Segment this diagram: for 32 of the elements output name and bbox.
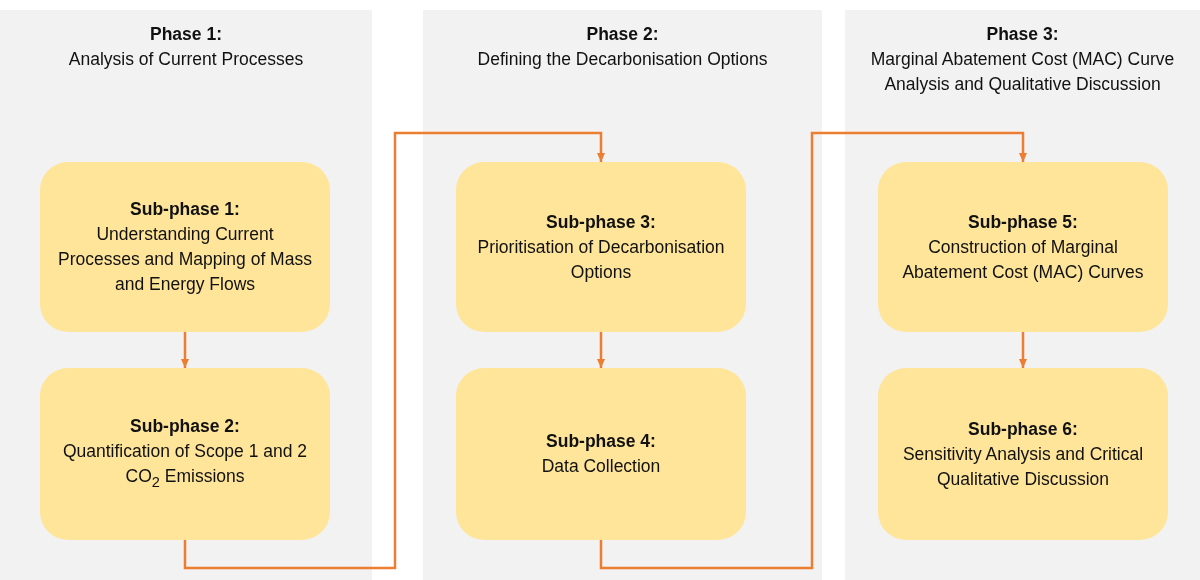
subphase-description: Sensitivity Analysis and Critical Qualitative Discussion — [901, 442, 1145, 491]
phase-panel — [423, 10, 822, 580]
arrow — [597, 332, 605, 368]
subphase-box — [456, 368, 746, 540]
arrow — [599, 131, 1027, 570]
phase-title: Phase 3: — [985, 23, 1060, 46]
subphase-box — [878, 162, 1168, 332]
subphase-title: Sub-phase 2: — [129, 414, 241, 438]
phase-panel — [845, 10, 1200, 580]
subphase-title: Sub-phase 5: — [967, 210, 1079, 234]
subphase-description: Understanding Current Processes and Mapping of Mass and Energy Flows — [57, 223, 313, 296]
subphase-title: Sub-phase 6: — [967, 417, 1079, 441]
arrow — [183, 131, 605, 570]
phase-description: Marginal Abatement Cost (MAC) Curve Analysis and Qualitative Discussion — [869, 48, 1176, 96]
subphase-description: Quantification of Scope 1 and 2 CO$_{2}$ Emissions — [61, 439, 309, 492]
arrow — [1019, 332, 1027, 368]
subphase-title: Sub-phase 1: — [129, 198, 241, 221]
phase-description: Analysis of Current Processes — [67, 48, 305, 71]
arrow — [181, 332, 189, 368]
subphase-title: Sub-phase 3: — [545, 210, 657, 234]
subphase-box — [40, 162, 330, 332]
subphase-box — [40, 368, 330, 540]
phase-panel — [0, 10, 372, 580]
phase-description: Defining the Decarbonisation Options — [476, 48, 769, 71]
phase-title: Phase 2: — [585, 23, 660, 46]
phase-title: Phase 1: — [149, 23, 223, 46]
subphase-description: Data Collection — [540, 455, 662, 478]
subphase-description: Prioritisation of Decarbonisation Options — [476, 235, 726, 284]
subphase-title: Sub-phase 4: — [545, 430, 657, 453]
subphase-box — [878, 368, 1168, 540]
subphase-box — [456, 162, 746, 332]
subphase-description: Construction of Marginal Abatement Cost (MAC) Curves — [901, 235, 1145, 284]
